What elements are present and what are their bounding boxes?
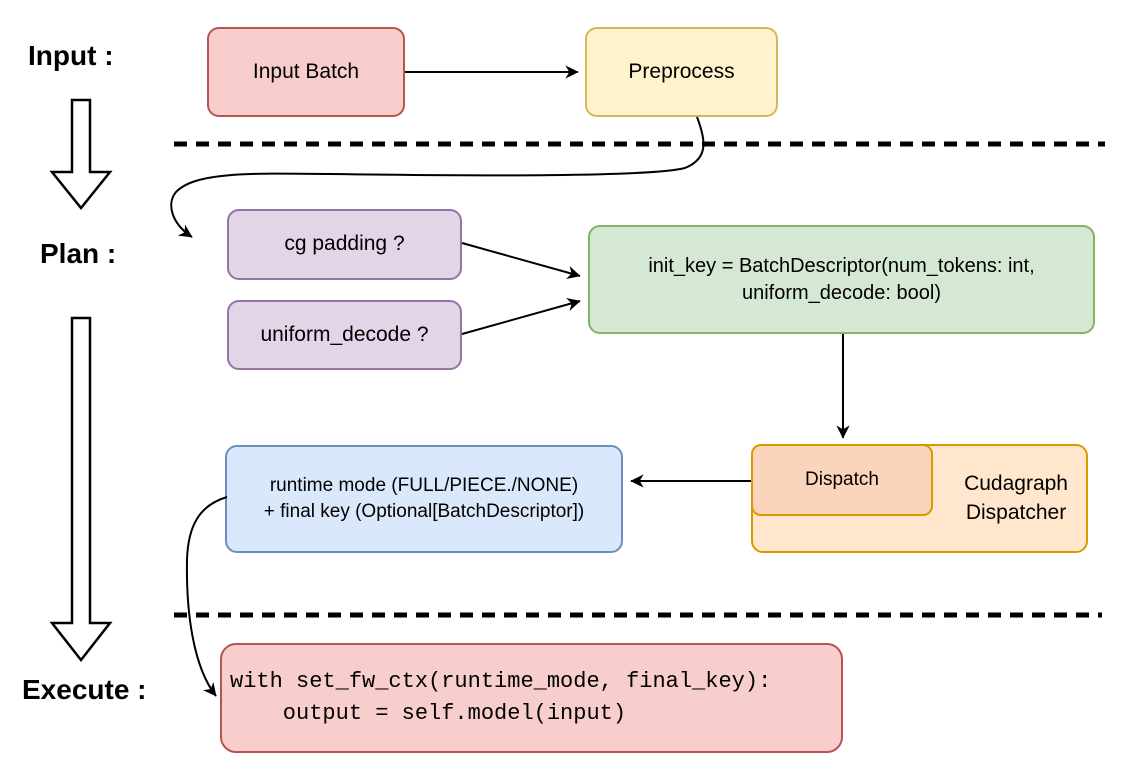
- node-dispatch: Dispatch: [751, 444, 933, 516]
- stage-label-plan: Plan :: [40, 238, 117, 269]
- arrow-uniform-decode-to-init-key: [461, 297, 581, 335]
- stage-label-execute: Execute :: [22, 674, 147, 705]
- node-preprocess: Preprocess: [585, 27, 778, 117]
- node-runtime-mode: runtime mode (FULL/PIECE./NONE) + final …: [225, 445, 623, 553]
- node-uniform-decode: uniform_decode ?: [227, 300, 462, 370]
- node-cg-padding: cg padding ?: [227, 209, 462, 280]
- arrow-cg-padding-to-init-key: [461, 242, 581, 280]
- stage-arrow-input-to-plan-icon: [49, 98, 113, 210]
- stage-arrow-plan-to-execute-icon: [49, 316, 113, 663]
- node-execute-code: with set_fw_ctx(runtime_mode, final_key)…: [220, 643, 843, 753]
- stage-label-input: Input :: [28, 40, 114, 71]
- node-init-key: init_key = BatchDescriptor(num_tokens: i…: [588, 225, 1095, 334]
- node-input-batch: Input Batch: [207, 27, 405, 117]
